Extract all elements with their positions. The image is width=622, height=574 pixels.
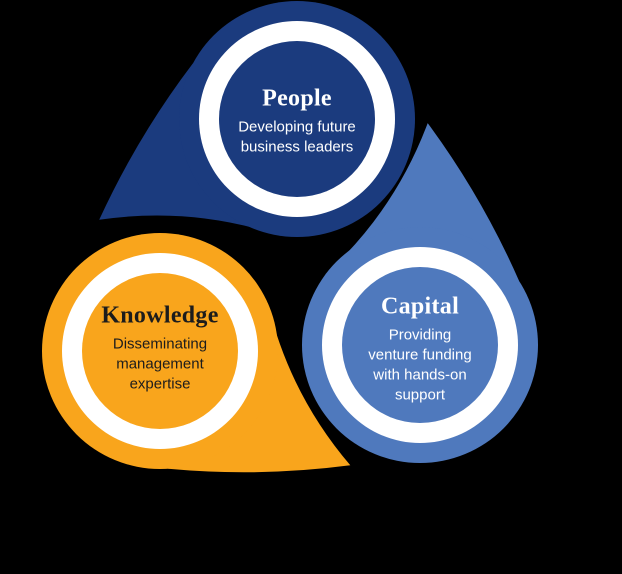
capital-inner-circle bbox=[342, 267, 498, 423]
knowledge-inner-circle bbox=[82, 273, 238, 429]
teardrop-people bbox=[99, 1, 415, 237]
people-inner-circle bbox=[219, 41, 375, 197]
teardrop-knowledge bbox=[42, 233, 351, 473]
teardrop-capital bbox=[302, 123, 538, 463]
